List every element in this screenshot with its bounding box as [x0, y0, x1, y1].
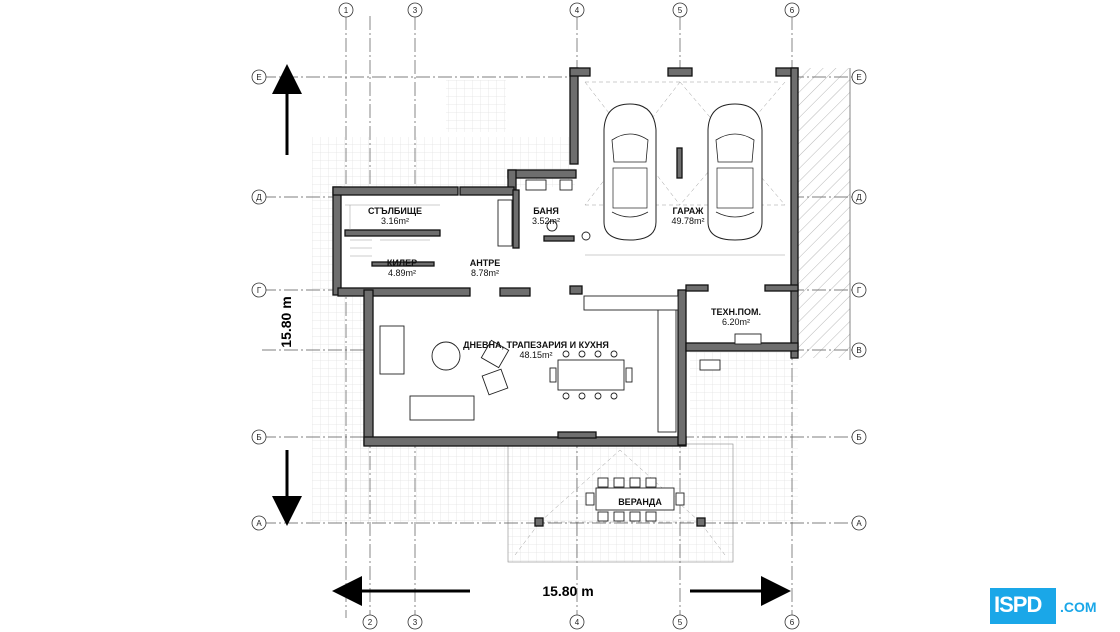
room-name-stair: СТЪЛБИЩЕ	[368, 206, 422, 216]
axis-label-top: 4	[575, 6, 580, 15]
dimension-horizontal: 15.80 m	[332, 576, 791, 606]
dimension-horizontal-label: 15.80 m	[542, 583, 593, 599]
walls	[332, 67, 799, 447]
axis-label-bottom: 5	[678, 618, 683, 627]
logo-domain: .COM	[1060, 599, 1097, 615]
axis-label-right: Е	[856, 73, 861, 82]
axis-bubbles-left: Е Д Г Б А	[251, 69, 267, 531]
axis-label-right: Б	[856, 433, 861, 442]
room-name-hall: АНТРЕ	[470, 258, 501, 268]
room-labels: СТЪЛБИЩЕ 3.16m² БАНЯ 3.52m² ГАРАЖ 49.78m…	[368, 206, 761, 507]
tech-room-fixtures	[699, 333, 762, 371]
axis-bubbles-top: 1 3 4 5 6	[338, 2, 800, 18]
car-right	[707, 103, 763, 241]
bathroom-fixtures	[497, 179, 591, 247]
axis-bubbles-right: Е Д Г В Б А	[851, 69, 867, 531]
site-logo: ISPD .COM	[990, 588, 1112, 624]
dimension-vertical-label: 15.80 m	[278, 296, 294, 347]
axis-label-top: 5	[678, 6, 683, 15]
axis-label-right: Г	[857, 286, 862, 295]
room-area-hall: 8.78m²	[471, 268, 499, 278]
room-name-living: ДНЕВНА, ТРАПЕЗАРИЯ И КУХНЯ	[463, 340, 609, 350]
axis-label-right: Д	[856, 193, 862, 202]
room-area-pantry: 4.89m²	[388, 268, 416, 278]
room-name-tech: ТЕХН.ПОМ.	[711, 307, 761, 317]
axis-label-bottom: 2	[368, 618, 373, 627]
room-area-bath: 3.52m²	[532, 216, 560, 226]
logo-box	[990, 588, 1056, 624]
staircase	[345, 204, 440, 257]
room-name-bath: БАНЯ	[533, 206, 559, 216]
veranda	[514, 449, 726, 556]
axis-label-left: Г	[257, 286, 262, 295]
axis-label-right: А	[856, 519, 862, 528]
axis-label-top: 1	[344, 6, 349, 15]
axis-label-bottom: 4	[575, 618, 580, 627]
axis-label-left: Е	[256, 73, 261, 82]
axis-label-top: 6	[790, 6, 795, 15]
logo-mark: ISPD	[994, 592, 1042, 617]
axis-bubbles-bottom: 2 3 4 5 6	[362, 614, 800, 630]
room-area-stair: 3.16m²	[381, 216, 409, 226]
room-name-veranda: ВЕРАНДА	[618, 497, 662, 507]
room-name-garage: ГАРАЖ	[673, 206, 705, 216]
axis-label-left: А	[256, 519, 262, 528]
axis-label-left: Д	[256, 193, 262, 202]
axis-label-bottom: 6	[790, 618, 795, 627]
room-area-garage: 49.78m²	[671, 216, 704, 226]
axis-label-left: Б	[256, 433, 261, 442]
room-area-tech: 6.20m²	[722, 317, 750, 327]
axis-label-bottom: 3	[413, 618, 418, 627]
car-left	[603, 103, 657, 241]
axis-label-top: 3	[413, 6, 418, 15]
room-area-living: 48.15m²	[519, 350, 552, 360]
dimension-vertical: 15.80 m	[272, 64, 302, 526]
axis-label-right: В	[856, 346, 861, 355]
living-furniture	[379, 295, 679, 433]
room-name-pantry: КИЛЕР	[387, 258, 417, 268]
